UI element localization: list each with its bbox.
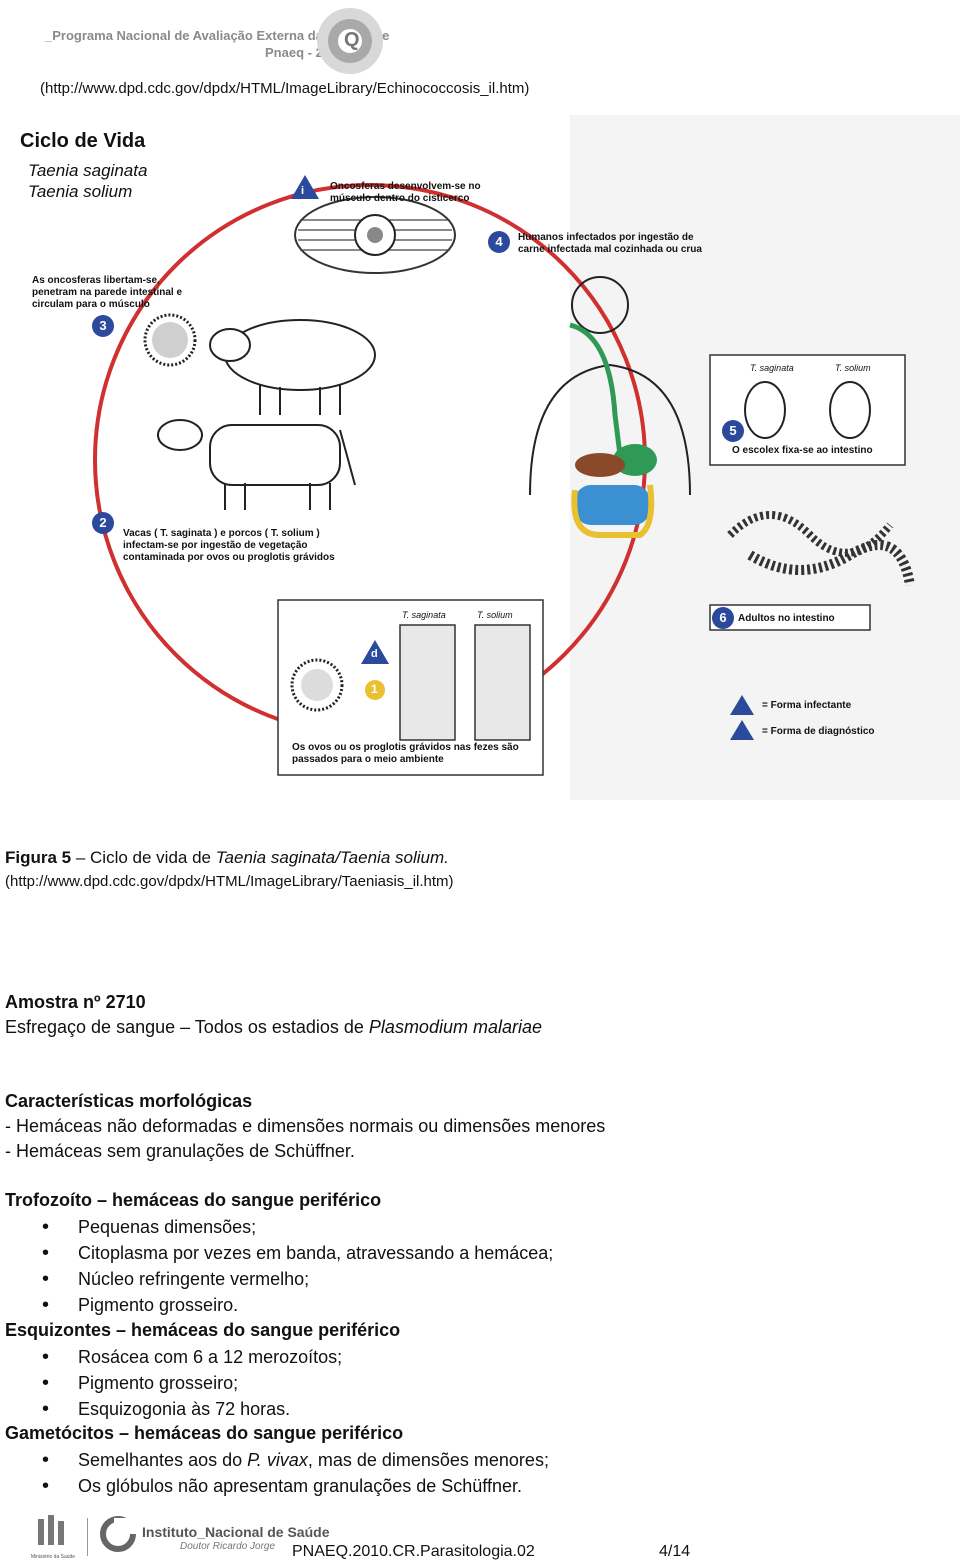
page-number: 4/14 — [659, 1543, 691, 1560]
caption-figure-number: Figura 5 — [5, 848, 72, 867]
stage-5-label: O escolex fixa-se ao intestino — [732, 445, 873, 456]
footer-divider — [87, 1518, 88, 1556]
diagram-species-2: Taenia solium — [28, 182, 133, 201]
diagram-title: Ciclo de Vida — [20, 130, 146, 152]
list-item: Rosácea com 6 a 12 merozoítos; — [0, 1344, 900, 1370]
trophozoite-list: Pequenas dimensões; Citoplasma por vezes… — [0, 1214, 900, 1318]
list-item: Pigmento grosseiro. — [0, 1292, 900, 1318]
proglottid-saginata-label: T. saginata — [402, 610, 446, 620]
scolex-solium-label: T. solium — [835, 363, 871, 373]
stage-i-label: Oncosferas desenvolvem-se no músculo den… — [330, 181, 481, 204]
stage-2-number: 2 — [92, 512, 114, 534]
ministry-label: Ministério da Saúde — [30, 1554, 76, 1560]
list-item: Núcleo refringente vermelho; — [0, 1266, 900, 1292]
figure-caption: Figura 5 – Ciclo de vida de Taenia sagin… — [5, 848, 449, 868]
trophozoite-title: Trofozoíto – hemáceas do sangue periféri… — [5, 1190, 382, 1210]
sample-subtitle: Esfregaço de sangue – Todos os estadios … — [5, 1017, 542, 1038]
info-mark: i — [301, 185, 305, 197]
institute-subtitle: Doutor Ricardo Jorge — [180, 1541, 276, 1552]
list-item: Semelhantes aos do P. vivax, mas de dime… — [0, 1447, 900, 1473]
gametocyte-title: Gametócitos – hemáceas do sangue perifér… — [5, 1423, 404, 1443]
diagram-species-1: Taenia saginata — [28, 161, 148, 180]
sample-organism: Plasmodium malariae — [368, 1017, 542, 1037]
list-item: Citoplasma por vezes em banda, atravessa… — [0, 1240, 900, 1266]
sample-subtitle-text: Esfregaço de sangue – Todos os estadios … — [5, 1017, 369, 1037]
stage-6-number: 6 — [712, 607, 734, 629]
caption-species: Taenia saginata/Taenia solium. — [215, 848, 449, 867]
morphology-title: Características morfológicas — [5, 1091, 253, 1111]
schizont-title: Esquizontes – hemáceas do sangue perifér… — [5, 1320, 401, 1340]
pnaeq-q-icon: Q — [305, 5, 395, 77]
source-url-caption: (http://www.dpd.cdc.gov/dpdx/HTML/ImageL… — [5, 873, 454, 890]
morphology-line-2: - Hemáceas sem granulações de Schüffner. — [5, 1141, 355, 1161]
stage-2-label: Vacas ( T. saginata ) e porcos ( T. soli… — [123, 528, 335, 563]
logo-letter: Q — [344, 29, 360, 51]
scolex-saginata-label: T. saginata — [750, 363, 794, 373]
stage-4-number: 4 — [488, 231, 510, 253]
schizont-list: Rosácea com 6 a 12 merozoítos; Pigmento … — [0, 1344, 900, 1422]
stage-3-label: As oncosferas libertam-se, penetram na p… — [32, 275, 183, 310]
legend-diagnostic: = Forma de diagnóstico — [762, 726, 875, 737]
stage-3-number: 3 — [92, 315, 114, 337]
gametocyte-item-text: Semelhantes aos do — [78, 1450, 248, 1470]
caption-text: – Ciclo de vida de — [71, 848, 216, 867]
insa-logo-icon — [100, 1516, 136, 1552]
stage-1-number: 1 — [371, 682, 378, 696]
sample-title: Amostra nº 2710 — [5, 992, 146, 1012]
stage-1-label: Os ovos ou os proglotis grávidos nas fez… — [292, 742, 519, 765]
list-item: Os glóbulos não apresentam granulações d… — [0, 1473, 900, 1499]
source-url-top: (http://www.dpd.cdc.gov/dpdx/HTML/ImageL… — [40, 80, 530, 97]
list-item: Pequenas dimensões; — [0, 1214, 900, 1240]
stage-4-label: Humanos infectados por ingestão de carne… — [518, 232, 702, 255]
proglottid-solium-label: T. solium — [477, 610, 513, 620]
document-code: PNAEQ.2010.CR.Parasitologia.02 — [292, 1543, 535, 1560]
stage-5-number: 5 — [722, 420, 744, 442]
program-name: _Programa Nacional de Avaliação Externa … — [45, 28, 390, 43]
diagnostic-mark: d — [371, 648, 378, 660]
list-item: Esquizogonia às 72 horas. — [0, 1396, 900, 1422]
gametocyte-item-suffix: , mas de dimensões menores; — [307, 1450, 549, 1470]
morphology-line-1: - Hemáceas não deformadas e dimensões no… — [5, 1116, 606, 1136]
institute-name: Instituto_Nacional de Saúde — [142, 1524, 330, 1540]
legend-infective: = Forma infectante — [762, 700, 852, 711]
life-cycle-diagram: Ciclo de Vida Taenia saginata Taenia sol… — [10, 115, 960, 800]
ministry-logo-icon: Ministério da Saúde — [30, 1515, 76, 1560]
stage-6-label: Adultos no intestino — [738, 613, 835, 624]
gametocyte-species: P. vivax — [247, 1450, 308, 1470]
gametocyte-list: Semelhantes aos do P. vivax, mas de dime… — [0, 1447, 900, 1499]
list-item: Pigmento grosseiro; — [0, 1370, 900, 1396]
